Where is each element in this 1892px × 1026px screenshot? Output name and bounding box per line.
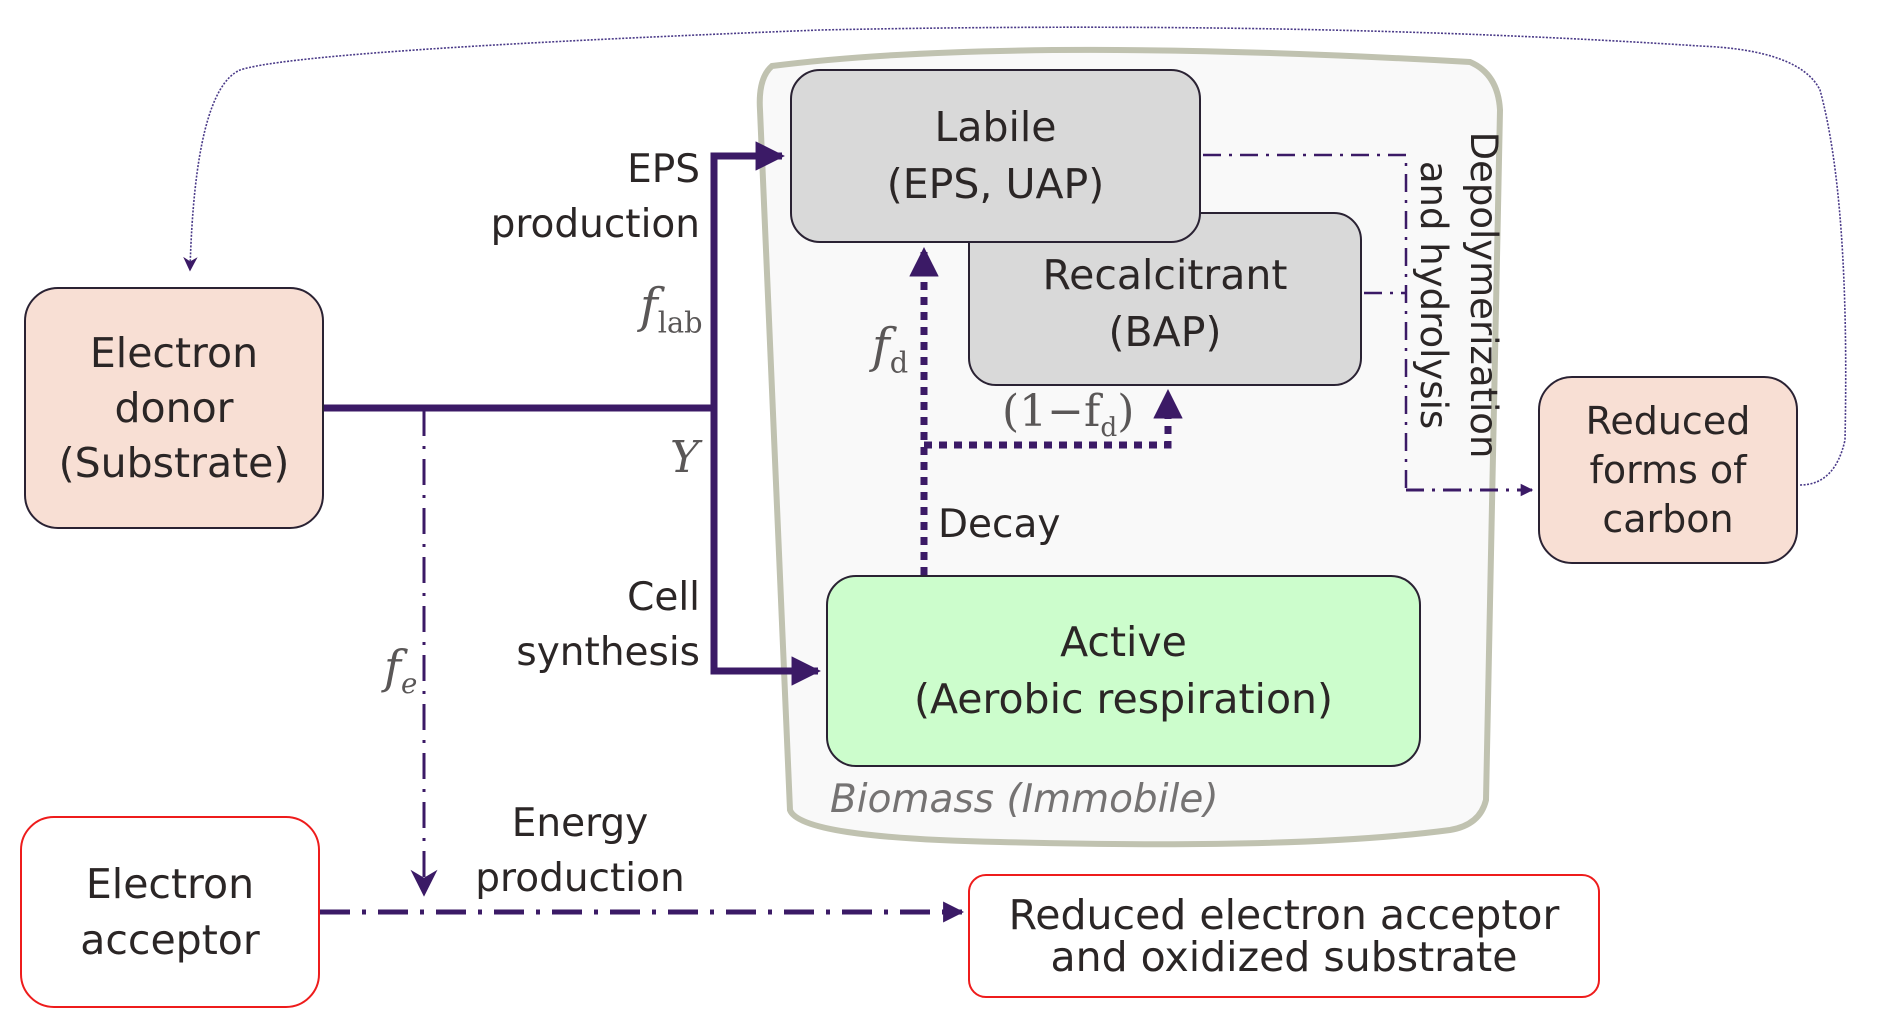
eps-production-label: EPS production xyxy=(490,147,700,247)
f-lab-symbol: flab xyxy=(640,278,703,340)
labile-label: Labile (EPS, UAP) xyxy=(886,103,1105,208)
active-node: Active (Aerobic respiration) xyxy=(826,575,1421,767)
cell-synthesis-label: Cell synthesis xyxy=(516,575,700,675)
reduced-acceptor-node: Reduced electron acceptor and oxidized s… xyxy=(968,874,1600,998)
biomass-label: Biomass (Immobile) xyxy=(830,777,1219,822)
depolymerization-labile-line xyxy=(1203,153,1408,490)
electron-acceptor-node: Electron acceptor xyxy=(20,816,320,1008)
labile-node: Labile (EPS, UAP) xyxy=(790,69,1201,243)
reduced-carbon-label: Reduced forms of carbon xyxy=(1585,398,1751,541)
one-minus-fd-symbol: (1−fd) xyxy=(1002,386,1135,443)
energy-production-label: Energy production xyxy=(475,801,685,901)
f-e-symbol: fe xyxy=(384,640,418,701)
eps-production-arrow xyxy=(710,141,785,408)
decay-recalcitrant-arrow xyxy=(924,389,1183,449)
yield-symbol: Y xyxy=(670,432,700,483)
depolymerization-label: Depolymerization and hydrolysis xyxy=(1412,131,1505,459)
f-d-symbol: fd xyxy=(872,318,909,380)
electron-donor-node: Electron donor (Substrate) xyxy=(24,287,324,529)
decay-label: Decay xyxy=(938,502,1061,547)
cell-synthesis-arrow xyxy=(710,405,821,686)
electron-acceptor-label: Electron acceptor xyxy=(80,860,260,964)
reduced-carbon-node: Reduced forms of carbon xyxy=(1538,376,1798,564)
active-label: Active (Aerobic respiration) xyxy=(913,618,1334,723)
reduced-acceptor-label: Reduced electron acceptor and oxidized s… xyxy=(1008,891,1560,981)
electron-donor-label: Electron donor (Substrate) xyxy=(58,328,290,487)
recycle-arrow xyxy=(183,26,1847,486)
recalcitrant-label: Recalcitrant (BAP) xyxy=(1042,251,1288,356)
